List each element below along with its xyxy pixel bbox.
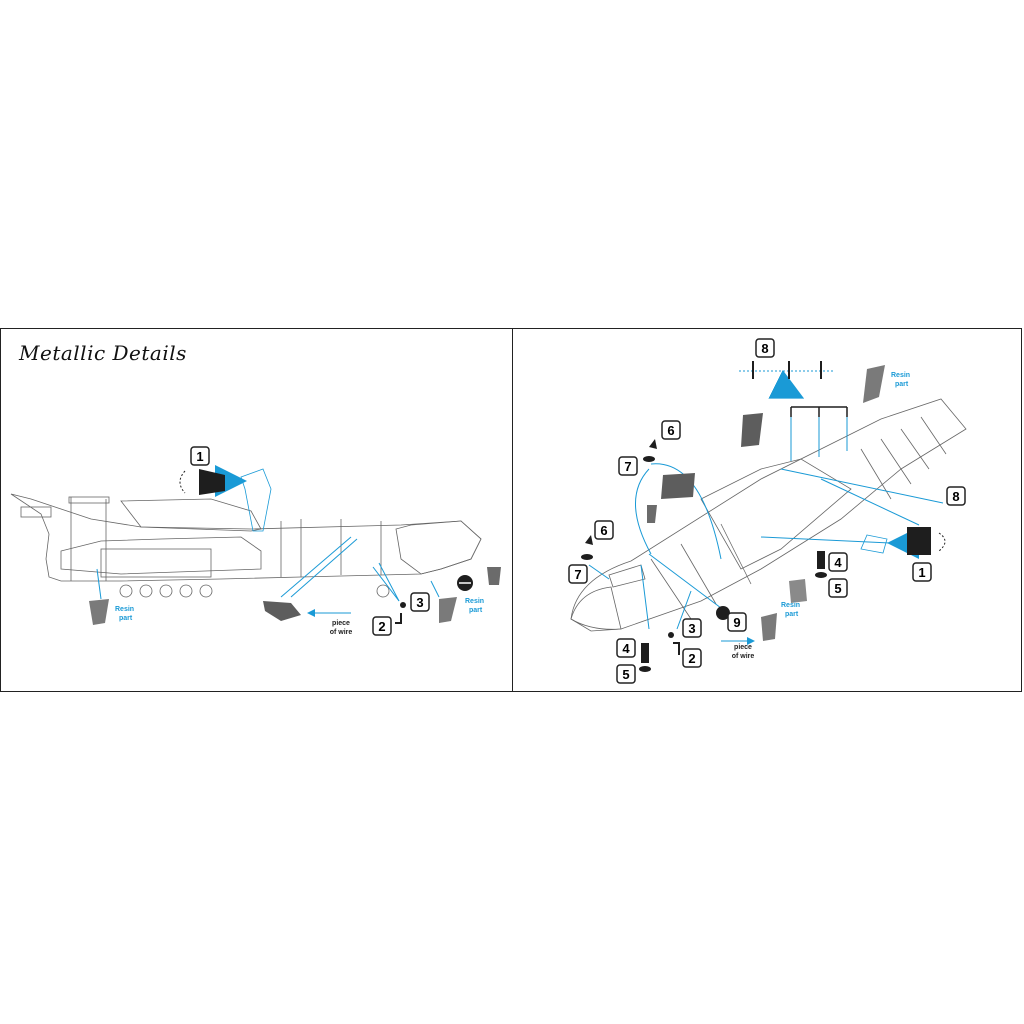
svg-text:7: 7	[574, 567, 581, 582]
svg-text:5: 5	[834, 581, 841, 596]
right-part-1	[907, 527, 931, 555]
left-resin-part-b	[439, 597, 457, 623]
right-callout-4-b: 4	[616, 638, 636, 658]
left-wire-note: piece of wire	[330, 620, 353, 636]
right-resin-note-b-line2: part	[785, 611, 799, 618]
left-resin-note-a-line2: part	[119, 615, 133, 622]
svg-text:2: 2	[688, 651, 695, 666]
left-callout-3: 3	[410, 592, 430, 612]
right-part-6-b	[585, 535, 593, 545]
svg-text:6: 6	[600, 523, 607, 538]
left-callout-2: 2	[372, 616, 392, 636]
right-seat-part	[741, 413, 763, 447]
left-fuselage	[10, 493, 482, 582]
right-resin-note-a-line1: Resin	[891, 372, 910, 379]
left-notes: Resin part Resin part	[115, 598, 484, 622]
svg-text:4: 4	[834, 555, 842, 570]
svg-text:7: 7	[624, 459, 631, 474]
right-spool-part	[789, 579, 807, 603]
right-callout-1: 1	[912, 562, 932, 582]
right-callout-6-left: 6	[594, 520, 614, 540]
left-resin-note-b-line2: part	[469, 607, 483, 614]
left-part-2-wire	[395, 613, 402, 624]
svg-text:8: 8	[761, 341, 768, 356]
right-part-1-rotate	[938, 532, 946, 552]
right-wire-note: piece of wire	[732, 644, 755, 660]
right-callout-2: 2	[682, 648, 702, 668]
left-leader-lines	[96, 465, 440, 617]
right-notes: Resin part Resin part	[781, 372, 910, 618]
svg-text:3: 3	[416, 595, 423, 610]
svg-text:5: 5	[622, 667, 629, 682]
left-part-3-dot	[400, 602, 406, 608]
left-bracket-part	[487, 567, 501, 585]
brand-logo: Metallic Details	[19, 341, 187, 365]
left-resin-note-b-line1: Resin	[465, 598, 484, 605]
svg-text:1: 1	[196, 449, 203, 464]
right-callout-4-a: 4	[828, 552, 848, 572]
right-callout-8-side: 8	[946, 486, 966, 506]
right-resin-part-bottom	[761, 613, 777, 641]
left-wire-part	[263, 601, 301, 621]
svg-text:9: 9	[733, 615, 740, 630]
right-leader-lines	[588, 369, 944, 645]
panel-divider	[512, 329, 513, 691]
svg-text:of wire: of wire	[330, 629, 353, 636]
right-part-4-b	[641, 643, 649, 663]
right-part-3-dot	[668, 632, 674, 638]
assembly-diagram: 1 2 3 Resin part Resin part piece of wir…	[10, 338, 967, 684]
svg-text:3: 3	[688, 621, 695, 636]
left-resin-part-a	[89, 599, 109, 625]
right-callout-9: 9	[727, 612, 747, 632]
right-callout-5-a: 5	[828, 578, 848, 598]
left-callout-1: 1	[190, 446, 210, 466]
svg-text:1: 1	[918, 565, 925, 580]
right-part-8-strip	[790, 406, 848, 417]
right-part-8-rail	[752, 361, 822, 379]
svg-text:piece: piece	[734, 644, 752, 651]
right-fuselage	[570, 398, 967, 632]
right-part-7-b	[581, 554, 593, 560]
right-callout-5-b: 5	[616, 664, 636, 684]
svg-text:4: 4	[622, 641, 630, 656]
right-resin-note-b-line1: Resin	[781, 602, 800, 609]
right-callout-3: 3	[682, 618, 702, 638]
right-callout-7-left: 7	[568, 564, 588, 584]
right-callout-8-top: 8	[755, 338, 775, 358]
right-part-5-b	[639, 666, 651, 672]
left-part-1	[179, 469, 225, 495]
right-part-2-wire	[673, 642, 680, 655]
svg-text:2: 2	[378, 619, 385, 634]
left-landing-gear	[119, 584, 390, 598]
right-part-6-a	[649, 439, 657, 449]
right-callout-7-top: 7	[618, 456, 638, 476]
svg-text:piece: piece	[332, 620, 350, 627]
right-resin-part-top	[863, 365, 885, 403]
svg-text:of wire: of wire	[732, 653, 755, 660]
left-rotate-symbol	[457, 575, 473, 591]
right-block-part	[661, 473, 695, 499]
right-callout-6-top: 6	[661, 420, 681, 440]
svg-text:6: 6	[667, 423, 674, 438]
instruction-sheet: Metallic Details	[0, 328, 1022, 692]
right-small-block	[647, 505, 657, 523]
right-resin-note-a-line2: part	[895, 381, 909, 388]
right-part-7-a	[643, 456, 655, 462]
left-resin-note-a-line1: Resin	[115, 606, 134, 613]
right-part-4-a	[817, 551, 825, 569]
right-part-9	[716, 606, 730, 620]
right-part-5-a	[815, 572, 827, 578]
svg-text:8: 8	[952, 489, 959, 504]
